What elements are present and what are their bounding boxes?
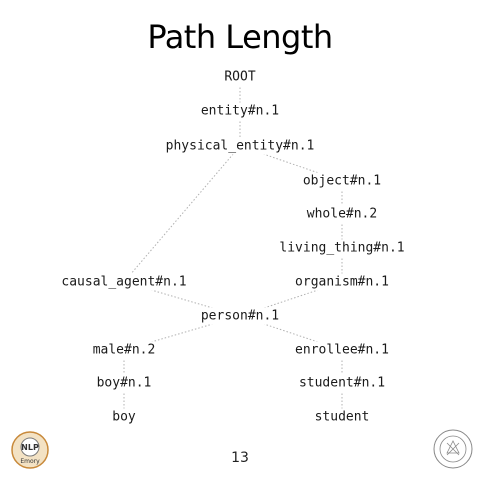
node-physical-entity: physical_entity#n.1 bbox=[163, 137, 317, 155]
edge-causal_agent-person bbox=[123, 281, 241, 317]
node-root: ROOT bbox=[222, 68, 258, 86]
node-boy: boy bbox=[110, 408, 138, 426]
node-student-n1: student#n.1 bbox=[296, 374, 388, 392]
page-number: 13 bbox=[231, 450, 249, 466]
node-causal-agent: causal_agent#n.1 bbox=[59, 273, 189, 291]
emory-university-seal bbox=[433, 429, 473, 469]
node-object: object#n.1 bbox=[300, 172, 384, 190]
node-student: student bbox=[312, 408, 372, 426]
nlp-emory-logo: NLP Emory bbox=[11, 431, 49, 469]
logo-text-nlp: NLP bbox=[21, 443, 39, 452]
node-whole: whole#n.2 bbox=[304, 205, 380, 223]
node-boy-n1: boy#n.1 bbox=[94, 374, 154, 392]
node-entity: entity#n.1 bbox=[198, 102, 282, 120]
node-person: person#n.1 bbox=[198, 307, 282, 325]
edge-physical_entity-causal_agent bbox=[123, 145, 241, 283]
slide-title: Path Length bbox=[147, 18, 333, 56]
edge-person-male bbox=[123, 315, 241, 351]
node-male: male#n.2 bbox=[90, 341, 158, 359]
node-enrollee: enrollee#n.1 bbox=[293, 341, 391, 359]
node-living-thing: living_thing#n.1 bbox=[277, 239, 407, 257]
node-organism: organism#n.1 bbox=[293, 273, 391, 291]
logo-text-emory: Emory bbox=[20, 458, 40, 465]
